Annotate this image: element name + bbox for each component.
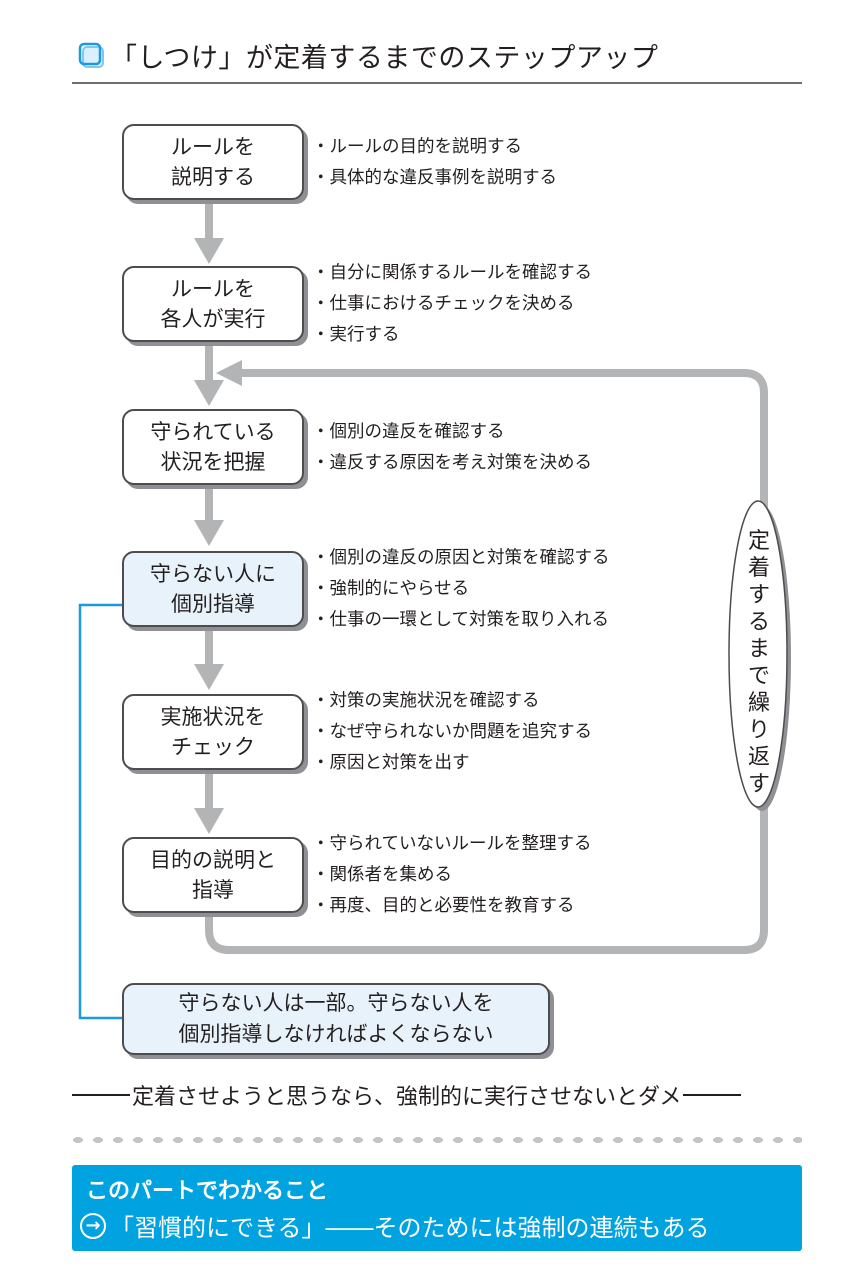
step-bullets: ルールの目的を説明する 具体的な違反事例を説明する <box>312 132 558 194</box>
part-summary-line: → 「習慣的にできる」――そのためには強制の連続もある <box>80 1208 710 1243</box>
step-box-explain-rules: ルールを 説明する <box>122 124 304 200</box>
step-bullets: 対策の実施状況を確認する なぜ守られないか問題を追究する 原因と対策を出す <box>312 686 593 779</box>
em-dash-right <box>683 1094 742 1096</box>
loop-label-char: 着 <box>747 556 770 581</box>
page-title: 「しつけ」が定着するまでのステップアップ <box>110 43 659 74</box>
down-arrow <box>194 628 224 690</box>
step-label: 個別指導 <box>171 592 255 616</box>
bullet-item: 違反する原因を考え対策を決める <box>312 448 593 479</box>
down-arrow <box>194 772 224 834</box>
note-line: 個別指導しなければよくならない <box>178 1022 494 1046</box>
down-arrow <box>194 200 224 264</box>
bullet-item: なぜ守られないか問題を追究する <box>312 717 593 748</box>
bullet-item: 強制的にやらせる <box>312 574 610 605</box>
note-callout: 守らない人は一部。守らない人を 個別指導しなければよくならない <box>122 983 550 1055</box>
bullet-item: 再度、目的と必要性を教育する <box>312 891 591 922</box>
bullet-item: 個別の違反の原因と対策を確認する <box>312 543 610 574</box>
note-line: 守らない人は一部。守らない人を <box>178 991 494 1015</box>
loop-label-char: る <box>747 610 770 635</box>
step-box-execute-rules: ルールを 各人が実行 <box>122 266 304 342</box>
header-divider <box>72 82 802 84</box>
loop-label-char: で <box>747 664 770 689</box>
step-label: 守らない人に <box>150 562 276 586</box>
part-summary-title: このパートでわかること <box>86 1179 329 1204</box>
part-summary-box: このパートでわかること → 「習慣的にできる」――そのためには強制の連続もある <box>72 1165 802 1251</box>
bullet-item: 自分に関係するルールを確認する <box>312 258 593 289</box>
bullet-item: 実行する <box>312 320 592 351</box>
step-box-individual-guidance: 守らない人に 個別指導 <box>122 551 304 627</box>
step-label: 指導 <box>192 878 234 902</box>
conclusion-text: 定着させようと思うなら、強制的に実行させないとダメ <box>132 1085 682 1110</box>
em-dash-left <box>72 1094 130 1096</box>
bullet-item: 関係者を集める <box>312 860 591 891</box>
loop-label: 定 着 す る ま で 繰 り 返 す <box>741 528 777 798</box>
step-label: 実施状況を <box>160 705 266 729</box>
step-label: 守られている <box>150 420 276 444</box>
step-label: チェック <box>171 735 255 759</box>
bullet-item: 仕事の一環として対策を取り入れる <box>312 605 610 636</box>
step-bullets: 自分に関係するルールを確認する 仕事におけるチェックを決める 実行する <box>312 258 593 351</box>
loop-label-char: 返 <box>747 745 770 770</box>
step-box-check-status: 実施状況を チェック <box>122 694 304 770</box>
step-bullets: 個別の違反の原因と対策を確認する 強制的にやらせる 仕事の一環として対策を取り入… <box>312 543 610 636</box>
repeat-loop-line <box>205 369 768 954</box>
loop-label-char: ま <box>747 637 770 662</box>
loop-label-char: り <box>747 718 770 743</box>
step-label: 目的の説明と <box>150 848 276 872</box>
bullet-item: 対策の実施状況を確認する <box>312 686 592 717</box>
arrow-right-circle-icon: → <box>80 1212 106 1239</box>
loop-arrowhead-left <box>216 360 242 386</box>
step-box-grasp-status: 守られている 状況を把握 <box>122 409 304 485</box>
step-bullets: 個別の違反を確認する 違反する原因を考え対策を決める <box>312 417 593 479</box>
down-arrow <box>194 342 224 406</box>
bullet-item: ルールの目的を説明する <box>312 132 557 163</box>
step-label: 説明する <box>171 165 255 189</box>
bullet-item: 具体的な違反事例を説明する <box>312 163 558 194</box>
step-label: 状況を把握 <box>160 450 266 474</box>
step-label: ルールを <box>171 277 255 301</box>
square-bullet-icon <box>78 42 104 68</box>
loop-label-char: 定 <box>747 529 770 554</box>
step-bullets: 守られていないルールを整理する 関係者を集める 再度、目的と必要性を教育する <box>312 829 592 922</box>
part-summary-text: 「習慣的にできる」――そのためには強制の連続もある <box>110 1214 710 1242</box>
loop-label-ellipse <box>728 500 791 811</box>
conclusion-line: 定着させようと思うなら、強制的に実行させないとダメ <box>72 1079 802 1111</box>
bullet-item: 原因と対策を出す <box>312 748 592 779</box>
bullet-item: 守られていないルールを整理する <box>312 829 592 860</box>
note-connector-line <box>78 603 140 1020</box>
bullet-item: 個別の違反を確認する <box>312 417 592 448</box>
dotted-divider <box>72 1137 802 1143</box>
step-box-explain-purpose: 目的の説明と 指導 <box>122 837 304 913</box>
loop-label-char: す <box>747 772 770 797</box>
loop-label-char: 繰 <box>747 691 770 716</box>
step-label: ルールを <box>171 135 255 159</box>
step-label: 各人が実行 <box>160 307 266 331</box>
bullet-item: 仕事におけるチェックを決める <box>312 289 592 320</box>
down-arrow <box>194 486 224 546</box>
loop-label-char: す <box>747 583 770 608</box>
